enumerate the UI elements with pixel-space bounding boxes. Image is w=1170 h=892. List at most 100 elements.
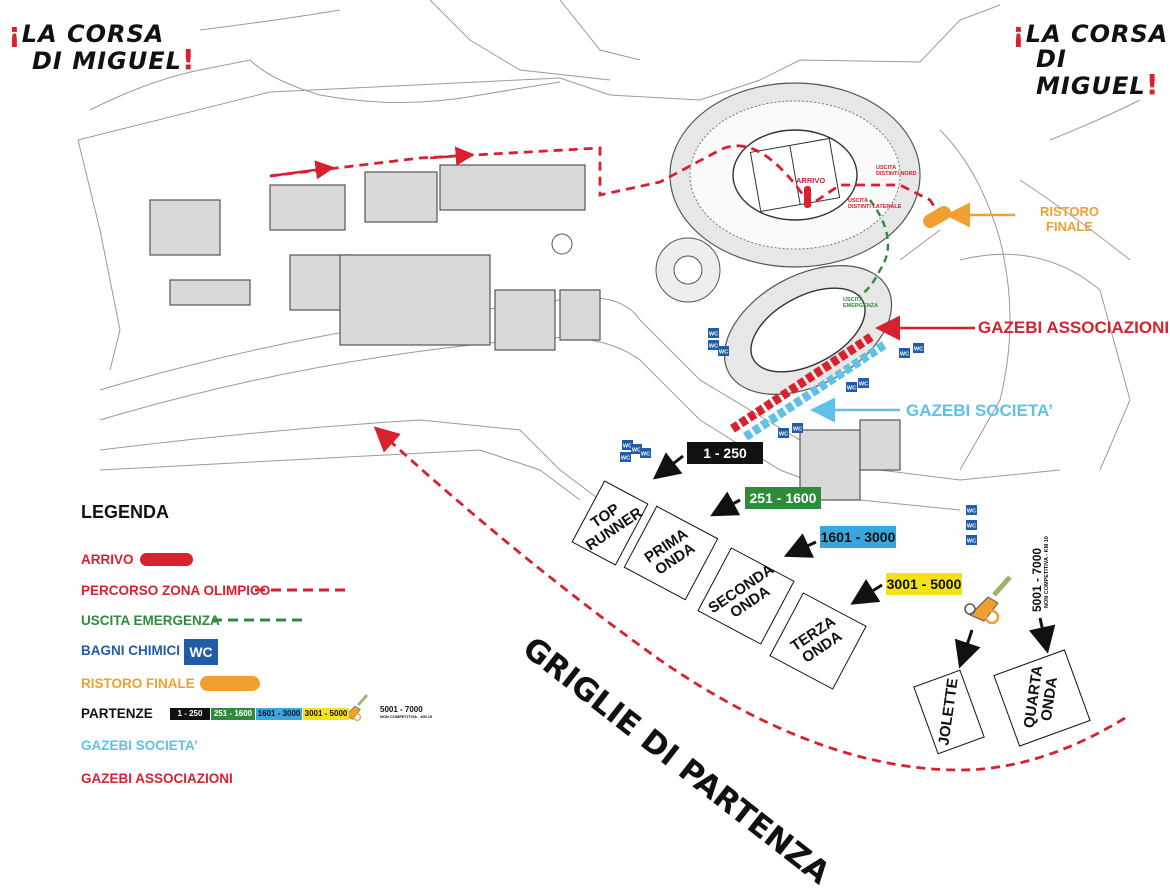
- wc-icon: [966, 505, 977, 515]
- wc-icon: [858, 378, 869, 388]
- gazebo-associazione: [738, 415, 750, 428]
- legend-start-3: 1601 - 3000: [256, 708, 302, 720]
- start-arrows: [652, 452, 1056, 669]
- finish-route: [373, 426, 1126, 772]
- legend-bagni-chimici: BAGNI CHIMICI: [81, 643, 180, 658]
- gazebo-associazione: [779, 388, 791, 400]
- gazebo-societa: [826, 374, 837, 386]
- logo-line1: LA CORSA: [21, 20, 165, 48]
- gazebo-societa: [842, 363, 854, 375]
- gazebo-associazione: [746, 410, 758, 422]
- start-group-4: 3001 - 5000: [886, 573, 962, 595]
- label-ristoro-finale: RISTORO FINALE: [1040, 204, 1099, 234]
- gazebo-societa: [859, 352, 870, 364]
- wc-icon: [899, 348, 910, 358]
- gazebo-associazione: [821, 360, 833, 373]
- gazebo-associazione: [796, 377, 808, 389]
- logo-line2: DI MIGUEL: [1036, 45, 1146, 100]
- gazebo-associazione: [754, 404, 766, 417]
- wc-label: WC: [900, 352, 909, 358]
- gazebo-associazione: [854, 338, 866, 351]
- legend-title: LEGENDA: [81, 502, 170, 522]
- gazebo-societa: [792, 396, 804, 408]
- legend-percorso: PERCORSO ZONA OLIMPICO: [81, 583, 271, 598]
- label-uscita-distinti-nord: USCITA DISTINTI NORD: [876, 165, 917, 177]
- gazebo-associazione: [763, 399, 774, 411]
- gazebo-societa: [801, 390, 812, 403]
- gazebo-societa: [759, 418, 771, 430]
- wc-label: WC: [709, 332, 718, 338]
- label-uscita-emergenza: USCITA EMERGENZA: [843, 297, 879, 309]
- legend-start-2: 251 - 1600: [211, 708, 255, 720]
- start-group-1: 1 - 250: [687, 442, 763, 464]
- gazebo-associazione: [771, 393, 783, 406]
- logo-line2: DI MIGUEL: [32, 47, 182, 75]
- gazebo-societa: [834, 368, 846, 381]
- gazebo-societa: [767, 412, 779, 425]
- gazebo-associazione: [862, 333, 874, 345]
- gazebo-associazione: [804, 371, 816, 384]
- legend-symbols: [140, 553, 345, 691]
- gazebo-associazione: [788, 382, 799, 395]
- logo-left: ¡LA CORSA DI MIGUEL!: [8, 16, 196, 76]
- base-map-lines: [77, 0, 1141, 511]
- athletics-stadium: [723, 265, 893, 395]
- gazebo-societa: [867, 346, 879, 359]
- gazebo-societa: [875, 341, 887, 353]
- wc-label: WC: [793, 427, 802, 433]
- wc-icon: [631, 444, 642, 454]
- wc-label: WC: [859, 382, 868, 388]
- gazebo-societa: [743, 429, 754, 441]
- start-group-2: 251 - 1600: [745, 487, 821, 509]
- wc-icon: [966, 520, 977, 530]
- label-gazebi-associazioni: GAZEBI ASSOCIAZIONI: [978, 318, 1170, 337]
- gazebo-associazione: [837, 349, 849, 362]
- legend-start-5: 5001 - 7000: [380, 705, 423, 714]
- gazebo-societa: [776, 407, 787, 419]
- wc-label: WC: [632, 448, 641, 454]
- start-group-5-sub: NON COMPETITIVA - KM 10: [1044, 536, 1050, 608]
- wc-icon: [620, 452, 631, 462]
- logo-line1: LA CORSA: [1025, 20, 1169, 48]
- legend-ristoro: RISTORO FINALE: [81, 676, 195, 691]
- jolette-icon: [964, 575, 1012, 625]
- wc-label: WC: [967, 509, 976, 515]
- start-group-5: 5001 - 7000: [1030, 547, 1044, 612]
- legend-wc-icon: WC: [184, 639, 218, 665]
- gazebo-associazione: [730, 421, 741, 433]
- gazebo-societa: [809, 385, 821, 397]
- label-gazebi-societa: GAZEBI SOCIETA’: [906, 401, 1054, 420]
- start-group-3: 1601 - 3000: [820, 526, 896, 548]
- gazebo-societa: [784, 401, 796, 414]
- wc-icon: [966, 535, 977, 545]
- wc-label: WC: [779, 432, 788, 438]
- wc-icon: [640, 448, 651, 458]
- label-arrivo: ARRIVO: [796, 176, 826, 185]
- legend-arrivo: ARRIVO: [81, 552, 134, 567]
- gazebo-associazione: [846, 344, 857, 356]
- logo-right: ¡LA CORSA DI MIGUEL!: [1012, 16, 1169, 101]
- wc-label: WC: [967, 524, 976, 530]
- wc-icon: [718, 346, 729, 356]
- legend-start-1: 1 - 250: [170, 708, 210, 720]
- wc-label: WC: [621, 456, 630, 462]
- wc-label: WC: [914, 347, 923, 353]
- gazebo-societa: [751, 423, 763, 436]
- legend-start-4: 3001 - 5000: [303, 708, 349, 720]
- gazebo-societa: [817, 379, 829, 392]
- wc-icon: [778, 428, 789, 438]
- ristoro-marker: [923, 206, 951, 228]
- gazebo-associazione: [829, 355, 841, 367]
- wc-label: WC: [719, 350, 728, 356]
- buildings: [149, 164, 901, 501]
- legend-start-5-sub: NON COMPETITIVA - KM 10: [380, 714, 433, 719]
- label-uscita-distinti-laterale: USCITA DISTINTI LATERALE: [848, 198, 902, 210]
- wc-label: WC: [641, 452, 650, 458]
- emergency-exit-route: [859, 199, 890, 297]
- gazebo-rows: [730, 333, 887, 441]
- wc-icon: [708, 340, 719, 350]
- legend-gazebi-societa: GAZEBI SOCIETA’: [81, 738, 198, 753]
- wc-icon: [846, 382, 857, 392]
